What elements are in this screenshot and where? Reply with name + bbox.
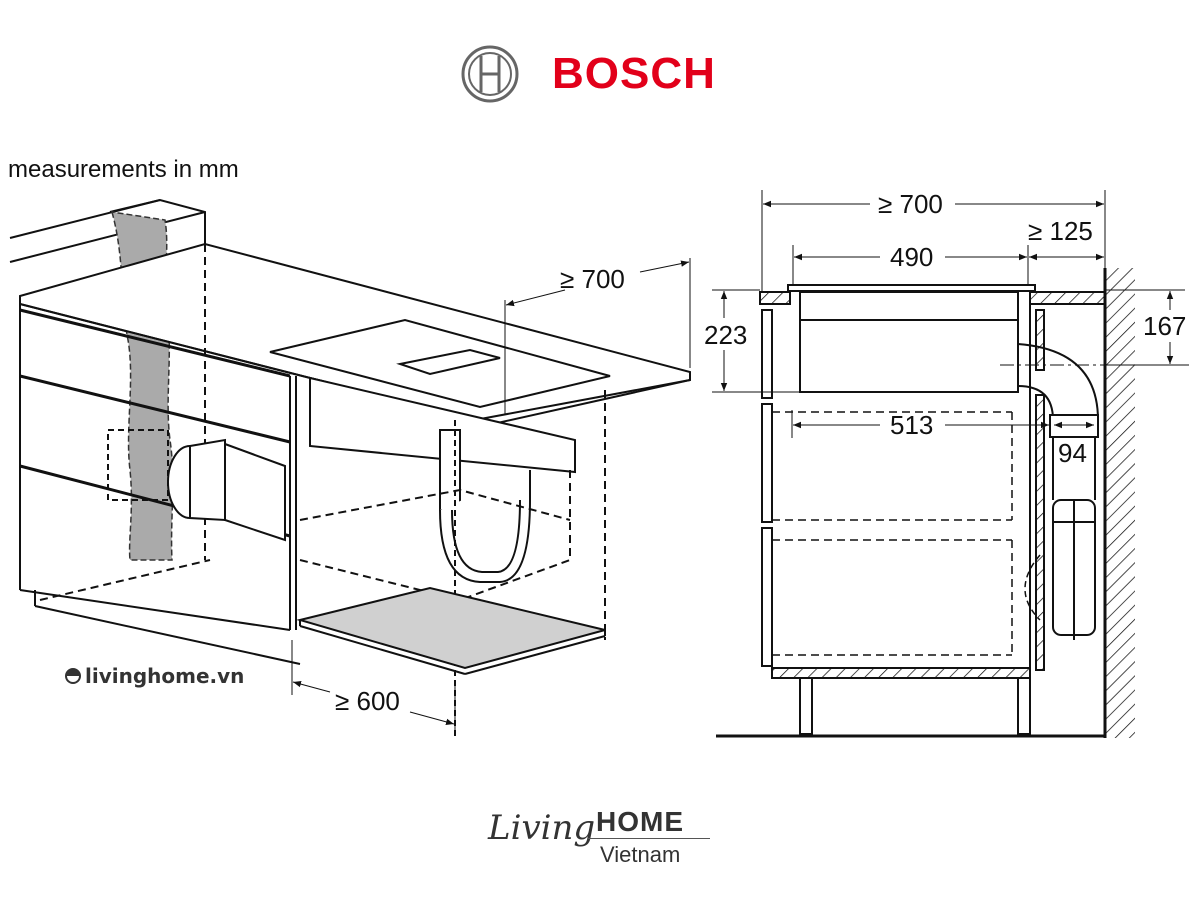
footer-divider [588, 838, 710, 839]
dim-duct-width: 94 [1058, 438, 1087, 468]
footer-script-text: Living [488, 808, 596, 848]
dim-hob-depth: 490 [890, 242, 933, 272]
dim-duct-depth-offset: 513 [890, 410, 933, 440]
livinghome-logo-icon [65, 668, 81, 684]
brand-header: BOSCH [460, 44, 716, 104]
dim-hob-height: 223 [704, 320, 747, 350]
dim-rear-clearance: ≥ 125 [1028, 216, 1093, 246]
units-note: measurements in mm [8, 156, 239, 183]
dim-worktop-depth-section: ≥ 700 [878, 189, 943, 219]
dim-cabinet-width: ≥ 600 [335, 686, 400, 716]
watermark-text: livinghome.vn [85, 664, 245, 688]
bosch-armature-icon [461, 45, 519, 103]
watermark: livinghome.vn [64, 664, 244, 688]
footer-sub-text: Vietnam [600, 842, 681, 867]
brand-name: BOSCH [552, 49, 716, 98]
footer-brand-text: HOME [596, 806, 684, 837]
footer-logo: Living HOME Vietnam [488, 800, 718, 880]
dim-worktop-depth-perspective: ≥ 700 [560, 264, 625, 294]
section-view [712, 190, 1190, 738]
perspective-view [9, 198, 691, 740]
dim-duct-center-height: 167 [1143, 311, 1186, 341]
